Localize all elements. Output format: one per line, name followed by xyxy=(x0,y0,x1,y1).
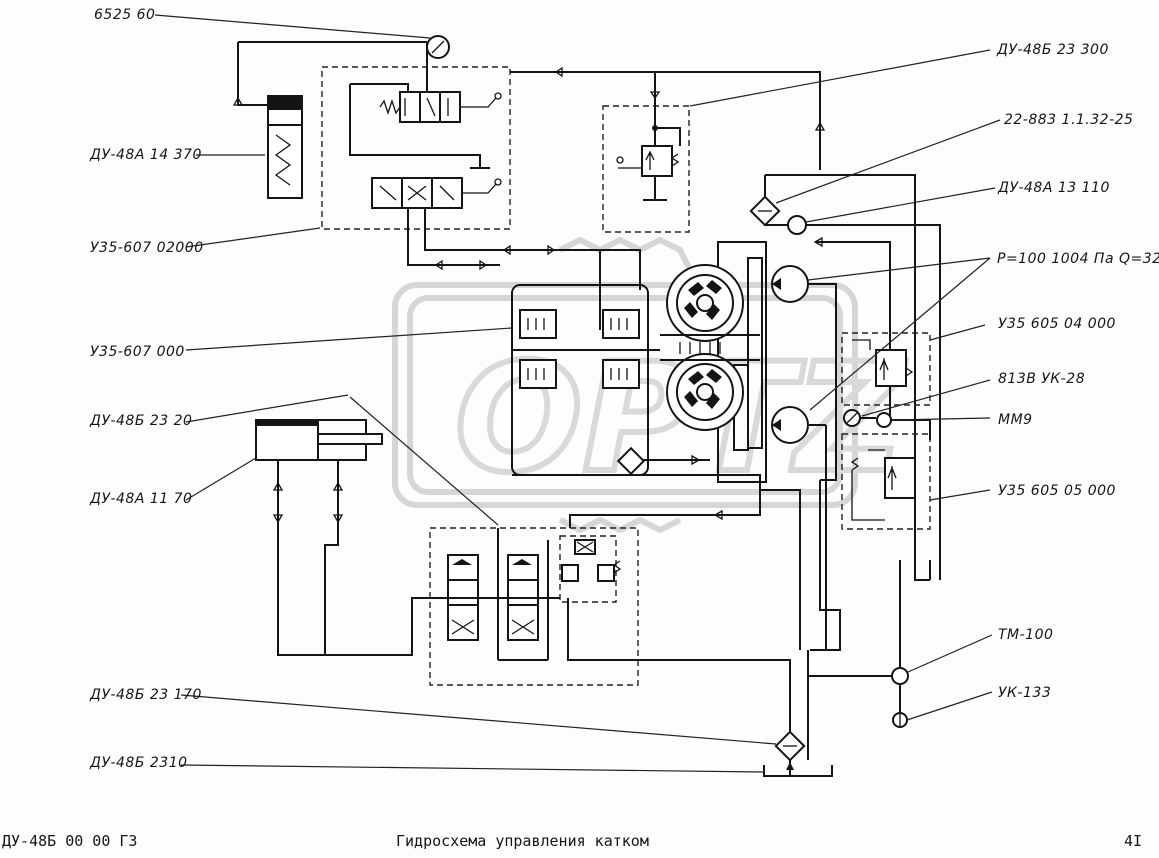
footer-page-number: 4I xyxy=(1124,832,1143,850)
label-tm100: ТМ-100 xyxy=(998,627,1054,643)
filter-center xyxy=(616,446,646,476)
cylinder-du48a-1170 xyxy=(255,419,383,461)
control-block-u35-607-02000 xyxy=(321,66,511,230)
label-22-883: 22-883 1.1.32-25 xyxy=(1004,112,1134,128)
footer-document-code: ДУ-48Б 00 00 ГЗ xyxy=(2,832,138,850)
relief-valve-top xyxy=(616,145,680,177)
label-du48b-2320: ДУ-48Б 23 20 xyxy=(90,413,193,429)
label-u35-605-05: У35 605 05 000 xyxy=(998,483,1116,499)
label-u35-605-04: У35 605 04 000 xyxy=(998,316,1116,332)
gauge-813v xyxy=(843,409,861,427)
relief-valve-605-05 xyxy=(850,449,916,521)
valve-manifold-blocks xyxy=(519,309,640,389)
label-du48b-23300: ДУ-48Б 23 300 xyxy=(997,42,1109,58)
lower-directional-valve xyxy=(371,177,502,209)
pump-du48a-13110 xyxy=(787,215,807,235)
thermometer-uk133 xyxy=(892,712,908,728)
cylinder-du48a-14370 xyxy=(267,95,303,199)
label-du48a-13110: ДУ-48А 13 110 xyxy=(998,180,1110,196)
hydraulic-motor-lower xyxy=(666,353,744,431)
label-du48b-23170: ДУ-48Б 23 170 xyxy=(90,687,202,703)
pump-p100-lower xyxy=(771,406,809,444)
label-du48a-1170: ДУ-48А 11 70 xyxy=(90,491,193,507)
gauge-6525 xyxy=(426,35,450,59)
label-6525: 6525 60 xyxy=(94,7,156,23)
label-uk133: УК-133 xyxy=(998,685,1052,701)
label-u35-607-02000: У35-607 02000 xyxy=(90,240,204,256)
tank-du48b-2310 xyxy=(763,762,833,777)
filter-22-883 xyxy=(749,195,781,227)
pilot-valves xyxy=(561,539,622,582)
label-pump-pq: Р=100 1004 Па Q=32 xyxy=(997,251,1159,267)
filter-du48b-23170 xyxy=(774,730,806,762)
label-813v: 813В УК-28 xyxy=(998,371,1086,387)
pump-p100-upper xyxy=(771,265,809,303)
cooler-tm100 xyxy=(891,667,909,685)
hydraulic-motor-upper xyxy=(666,264,744,342)
label-du48b-2310: ДУ-48Б 2310 xyxy=(90,755,188,771)
footer-title: Гидросхема управления катком xyxy=(396,832,649,850)
relief-block-u35-605-04 xyxy=(841,332,931,406)
upper-directional-valve xyxy=(379,91,502,123)
label-mm9: ММ9 xyxy=(998,412,1033,428)
label-du48a-14370: ДУ-48А 14 370 xyxy=(90,147,202,163)
label-u35-607-000: У35-607 000 xyxy=(90,344,185,360)
relief-valve-block-du48b-23300 xyxy=(602,105,690,233)
control-valve-block-du48b-2320 xyxy=(429,527,639,686)
gauge-mm9 xyxy=(876,412,892,428)
relief-valve-605-04 xyxy=(852,339,914,387)
relief-block-u35-605-05 xyxy=(841,433,931,530)
